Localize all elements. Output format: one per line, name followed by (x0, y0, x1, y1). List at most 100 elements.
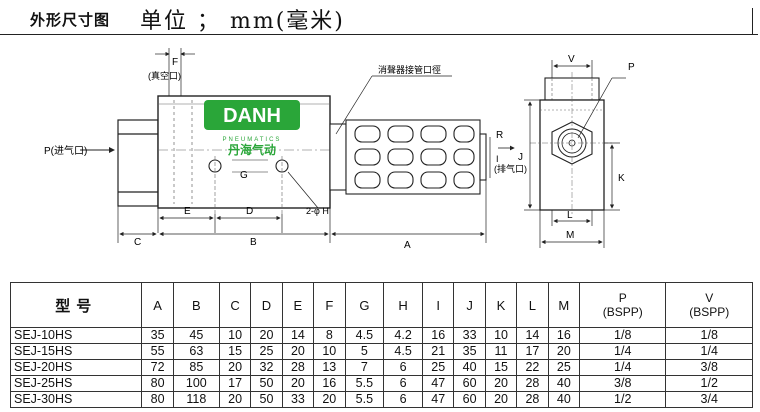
dim-j (524, 99, 540, 211)
table-cell: 20 (313, 391, 346, 408)
table-cell: 5 (344, 343, 385, 360)
inlet-fitting (117, 119, 159, 207)
table-cell: 25 (547, 359, 581, 376)
col-header-v-unit: (BSPP) (689, 305, 730, 319)
table-cell: 4.5 (383, 343, 423, 360)
col-header-v-label: V (705, 291, 714, 305)
table-cell: 118 (172, 391, 220, 408)
col-header-f: F (313, 282, 346, 328)
table-cell: 10 (218, 327, 252, 344)
label-d: D (246, 206, 253, 217)
table-cell: 1/8 (579, 327, 667, 344)
table-cell: 21 (421, 343, 455, 360)
table-cell: 80 (141, 391, 174, 408)
label-i: I (496, 154, 499, 164)
label-p: P (628, 62, 635, 73)
col-header-a: A (141, 282, 174, 328)
side-view (530, 72, 614, 216)
dim-p: P (577, 62, 635, 139)
dim-l-m (539, 210, 605, 248)
table-cell: 6 (383, 375, 423, 392)
label-a: A (404, 240, 411, 251)
table-cell: 80 (141, 375, 174, 392)
danh-logo: DANH PNEUMATICS 丹海气动 (204, 100, 300, 157)
col-header-p-unit: (BSPP) (602, 305, 643, 319)
table-cell: 16 (547, 327, 581, 344)
col-header-k: K (484, 282, 518, 328)
col-header-i: I (421, 282, 455, 328)
col-header-l: L (516, 282, 549, 328)
table-cell: 47 (421, 391, 455, 408)
table-cell: 28 (281, 359, 315, 376)
col-header-model: 型号 (9, 282, 143, 328)
logo-brand: DANH (223, 105, 281, 127)
table-cell: 17 (516, 343, 549, 360)
exhaust-callout: R I (排气口) (489, 130, 527, 178)
col-header-h: H (383, 282, 423, 328)
dim-k (604, 142, 620, 211)
col-header-m: M (547, 282, 581, 328)
table-cell-model: SEJ-15HS (9, 343, 143, 360)
table-cell: 40 (547, 391, 581, 408)
table-cell: 10 (313, 343, 346, 360)
label-v: V (568, 54, 575, 65)
label-m: M (566, 230, 574, 241)
table-cell: 1/4 (579, 343, 667, 360)
spec-table-header: 型号 A B C D E F G H I J K L M P (BSPP) V … (9, 282, 753, 328)
table-cell: 1/2 (579, 391, 667, 408)
col-header-p: P (BSPP) (579, 282, 667, 328)
col-header-c: C (218, 282, 252, 328)
table-cell: 14 (281, 327, 315, 344)
table-cell: 50 (250, 391, 283, 408)
table-cell: 20 (250, 327, 283, 344)
dim-v (551, 60, 593, 78)
label-k: K (618, 173, 625, 184)
dimension-drawing: DANH PNEUMATICS 丹海气动 P(进气口) F (真空口) (0, 38, 760, 276)
table-cell: 13 (313, 359, 346, 376)
label-f: F (172, 57, 178, 68)
col-header-p-label: P (618, 291, 627, 305)
title-bar: 外形尺寸图 单位 ； mm(毫米) (0, 0, 760, 38)
label-exhaust: (排气口) (494, 163, 527, 174)
col-header-g: G (344, 282, 385, 328)
table-cell: 20 (547, 343, 581, 360)
table-cell: 40 (453, 359, 486, 376)
table-cell: 20 (281, 375, 315, 392)
label-silencer-port: 消聲器接管口徑 (378, 64, 441, 75)
table-cell: 16 (313, 375, 346, 392)
label-b: B (250, 237, 257, 248)
table-cell: 55 (141, 343, 174, 360)
table-cell: 72 (141, 359, 174, 376)
table-cell: 16 (421, 327, 455, 344)
table-cell: 28 (516, 375, 549, 392)
table-cell: 25 (250, 343, 283, 360)
silencer (329, 119, 487, 195)
table-cell-model: SEJ-25HS (9, 375, 143, 392)
label-g: G (240, 170, 248, 181)
table-cell: 17 (218, 375, 252, 392)
spec-table: 型号 A B C D E F G H I J K L M P (BSPP) V … (9, 282, 753, 408)
table-cell: 5.5 (344, 391, 385, 408)
table-cell: 33 (281, 391, 315, 408)
title-underline (0, 34, 758, 35)
unit-label: 单位 ； mm(毫米) (140, 9, 345, 34)
label-vacuum: (真空口) (148, 70, 181, 81)
table-cell: 1/2 (665, 375, 753, 392)
table-cell: 1/8 (665, 327, 753, 344)
silencer-port-callout: 消聲器接管口徑 (335, 64, 452, 135)
table-cell: 63 (172, 343, 220, 360)
table-cell: 33 (453, 327, 486, 344)
title-border-right (752, 8, 753, 34)
table-cell: 6 (383, 359, 423, 376)
table-cell: 6 (383, 391, 423, 408)
table-cell: 1/4 (579, 359, 667, 376)
inlet-label: P(进气口) (44, 144, 87, 157)
table-cell: 60 (453, 375, 486, 392)
table-cell: 14 (516, 327, 549, 344)
table-cell: 5.5 (344, 375, 385, 392)
table-cell: 20 (218, 391, 252, 408)
table-cell: 11 (484, 343, 518, 360)
page-title: 外形尺寸图 (30, 11, 111, 29)
